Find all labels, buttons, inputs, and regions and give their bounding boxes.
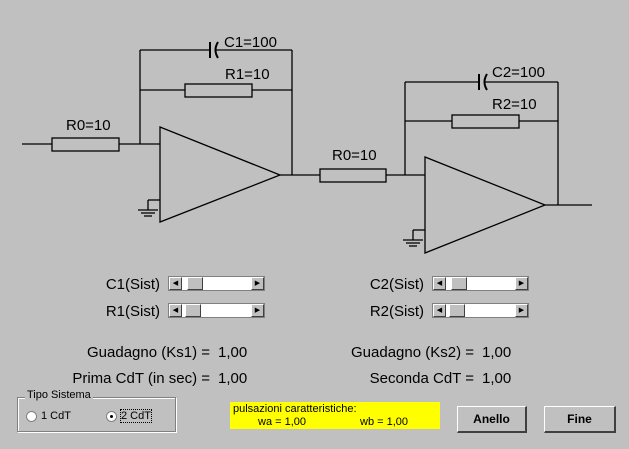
slider-c2[interactable]: ◀ ▶ [432, 276, 529, 291]
circuit-diagram [22, 41, 592, 254]
resistor-r0-stage2 [319, 168, 387, 183]
arrow-right-icon[interactable]: ▶ [251, 277, 264, 290]
pulsation-wa: wa = 1,00 [258, 416, 307, 428]
resistor-r2 [451, 114, 520, 129]
capacitor-c2-label: C2=100 [492, 64, 545, 81]
time-constant1-label: Prima CdT (in sec) = [72, 370, 210, 387]
time-constant2-label: Seconda CdT = [369, 370, 474, 387]
radio-circle-icon [26, 410, 37, 422]
system-type-title: Tipo Sistema [25, 389, 93, 401]
opamp-1 [159, 126, 282, 223]
resistor-r0-stage1-label: R0=10 [66, 117, 111, 134]
loop-button[interactable]: Anello [457, 406, 527, 433]
arrow-left-icon[interactable]: ◀ [169, 277, 182, 290]
slider-r1[interactable]: ◀ ▶ [168, 303, 265, 318]
resistor-r1-label: R1=10 [225, 66, 270, 83]
radio-2cdt[interactable]: 2 CdT [106, 409, 152, 423]
radio-1cdt-label: 1 CdT [41, 410, 71, 422]
system-type-group: Tipo Sistema 1 CdT 2 CdT [17, 389, 176, 432]
opamp-2 [424, 156, 547, 254]
slider-thumb[interactable] [449, 304, 465, 317]
radio-2cdt-label: 2 CdT [120, 409, 152, 423]
slider-thumb[interactable] [185, 304, 201, 317]
end-button[interactable]: Fine [544, 406, 616, 433]
radio-1cdt[interactable]: 1 CdT [26, 410, 71, 422]
resistor-r0-stage2-label: R0=10 [332, 147, 377, 164]
arrow-left-icon[interactable]: ◀ [169, 304, 182, 317]
slider-thumb[interactable] [187, 277, 203, 290]
slider-c2-label: C2(Sist) [369, 276, 424, 293]
arrow-right-icon[interactable]: ▶ [251, 304, 264, 317]
gain2-label: Guadagno (Ks2) = [351, 344, 474, 361]
resistor-r1 [184, 83, 253, 98]
slider-r2[interactable]: ◀ ▶ [432, 303, 529, 318]
resistor-r2-label: R2=10 [492, 96, 537, 113]
slider-c1[interactable]: ◀ ▶ [168, 276, 265, 291]
resistor-r0-stage1 [51, 137, 120, 152]
slider-r2-label: R2(Sist) [369, 303, 424, 320]
slider-r1-label: R1(Sist) [105, 303, 160, 320]
time-constant2-value: 1,00 [482, 370, 512, 387]
gain1-value: 1,00 [218, 344, 248, 361]
gain2-value: 1,00 [482, 344, 512, 361]
radio-selected-icon [106, 410, 117, 422]
pulsations-title: pulsazioni caratteristiche: [233, 403, 357, 415]
time-constant1-value: 1,00 [218, 370, 248, 387]
capacitor-c1-label: C1=100 [224, 34, 277, 51]
arrow-left-icon[interactable]: ◀ [433, 277, 446, 290]
arrow-right-icon[interactable]: ▶ [515, 304, 528, 317]
gain1-label: Guadagno (Ks1) = [87, 344, 210, 361]
arrow-right-icon[interactable]: ▶ [515, 277, 528, 290]
slider-thumb[interactable] [451, 277, 467, 290]
pulsations-panel: pulsazioni caratteristiche: wa = 1,00 wb… [230, 402, 440, 429]
pulsation-wb: wb = 1,00 [360, 416, 409, 428]
arrow-left-icon[interactable]: ◀ [433, 304, 446, 317]
slider-c1-label: C1(Sist) [105, 276, 160, 293]
